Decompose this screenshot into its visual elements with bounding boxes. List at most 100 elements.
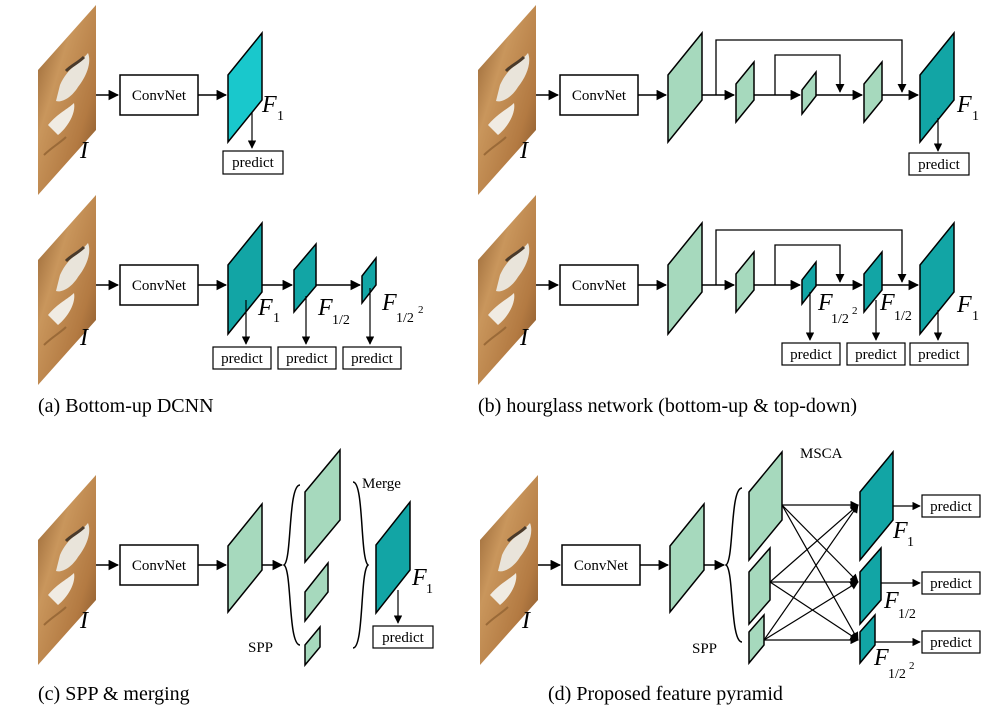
f1-letter-d: F (892, 518, 908, 544)
spp-level2-d (748, 546, 771, 626)
predict-label-a1: predict (232, 155, 274, 171)
f-sub-a2: 1 (273, 311, 280, 326)
input-image-c (36, 473, 98, 667)
predict-box-d-3 (921, 630, 981, 654)
feature-map-f1-b2 (919, 220, 955, 337)
convnet-box-c (119, 544, 199, 586)
image-label-a1: I (79, 138, 89, 164)
predict-label-d-1: predict (930, 499, 972, 515)
fhalf-sub-a2: 1/2 (332, 313, 350, 328)
input-image-b1 (476, 3, 538, 197)
convnet-box-b1 (559, 74, 639, 116)
predict-box-d-1 (921, 494, 981, 518)
convnet-label-b1: ConvNet (572, 88, 627, 104)
input-image-b2 (476, 193, 538, 387)
feature-map-f1-c (375, 499, 411, 616)
convnet-box-a2 (119, 264, 199, 306)
spp-label-c: SPP (248, 640, 273, 656)
f-sub-a1: 1 (277, 109, 284, 124)
feature-map-fhalf-b2 (863, 249, 883, 315)
predict-box-d-2 (921, 571, 981, 595)
fhalf2-sup-d: 2 (909, 660, 915, 672)
msca-fhalf-d (859, 546, 882, 626)
msca-label-d: MSCA (800, 446, 843, 462)
input-image-a2 (36, 193, 98, 387)
image-label-d: I (521, 608, 531, 634)
fhalf2-letter-a2: F (381, 290, 397, 316)
predict-label-b2-3: predict (918, 347, 960, 363)
msca-f1-d (859, 449, 894, 563)
predict-box-a2-3 (342, 346, 402, 370)
fhalf2-sub-b2: 1/2 (831, 312, 849, 327)
panel-d: I ConvNet SPP MSCA F 1 F 1/2 (478, 446, 981, 705)
spp-brace-c (282, 484, 301, 646)
backbone-map-c (227, 501, 263, 615)
predict-box-a2-1 (212, 346, 272, 370)
feature-map-f1-a1 (227, 30, 263, 145)
predict-box-b1 (908, 152, 970, 176)
feature-map-f1-b1 (919, 30, 955, 145)
predict-box-b2-2 (846, 342, 906, 366)
hourglass-level1-b2 (667, 220, 703, 337)
feature-map-fhalf2-a2 (361, 255, 377, 306)
fhalf2-letter-b2: F (817, 290, 833, 316)
predict-label-b2-1: predict (790, 347, 832, 363)
spp-brace-d (724, 487, 743, 643)
fhalf2-letter-d: F (873, 645, 889, 671)
f1-sub-d: 1 (907, 535, 914, 550)
convnet-label-b2: ConvNet (572, 278, 627, 294)
feature-map-fhalf2-b2 (801, 259, 817, 307)
f-letter-a2: F (257, 295, 273, 321)
spp-level3-c (304, 624, 321, 668)
image-label-a2: I (79, 325, 89, 351)
msca-fhalf2-d (859, 613, 876, 666)
convnet-label-d: ConvNet (574, 558, 629, 574)
spp-label-d: SPP (692, 641, 717, 657)
predict-label-a2-1: predict (221, 351, 263, 367)
convnet-box-d (561, 544, 641, 586)
predict-box-a2-2 (277, 346, 337, 370)
f-letter-b2: F (956, 292, 972, 318)
caption-b: (b) hourglass network (bottom-up & top-d… (478, 395, 857, 417)
fhalf2-sub-a2: 1/2 (396, 311, 414, 326)
panel-c: I ConvNet SPP Merge F 1 predict (c) SPP … (36, 447, 434, 705)
caption-a: (a) Bottom-up DCNN (38, 395, 214, 417)
backbone-map-d (669, 501, 705, 615)
fhalf-letter-b2: F (879, 290, 895, 316)
fhalf2-sup-b2: 2 (852, 305, 858, 317)
merge-label-c: Merge (362, 476, 401, 492)
image-label-b2: I (519, 325, 529, 351)
predict-label-c: predict (382, 630, 424, 646)
f-letter-b1: F (956, 92, 972, 118)
merge-brace-c (352, 481, 370, 649)
f-letter-c: F (411, 565, 427, 591)
f-sub-c: 1 (426, 582, 433, 597)
hourglass-level2-b2 (735, 249, 755, 315)
f-sub-b2: 1 (972, 309, 979, 324)
caption-c: (c) SPP & merging (38, 683, 190, 705)
f-sub-b1: 1 (972, 109, 979, 124)
caption-d: (d) Proposed feature pyramid (548, 683, 783, 705)
predict-label-b2-2: predict (855, 347, 897, 363)
convnet-label-a1: ConvNet (132, 88, 187, 104)
hourglass-level3-b1 (801, 69, 817, 117)
fhalf-sub-d: 1/2 (898, 607, 916, 622)
predict-label-b1: predict (918, 157, 960, 173)
image-label-c: I (79, 608, 89, 634)
fhalf2-sup-a2: 2 (418, 304, 424, 316)
spp-level1-d (748, 449, 783, 563)
fhalf-sub-b2: 1/2 (894, 309, 912, 324)
msca-connections (763, 500, 859, 645)
predict-label-a2-3: predict (351, 351, 393, 367)
predict-box-a1 (222, 150, 284, 175)
predict-label-d-2: predict (930, 576, 972, 592)
hourglass-level2-b1 (735, 59, 755, 125)
fhalf-letter-a2: F (317, 295, 333, 321)
panel-a: I ConvNet F 1 predict I ConvNet F 1 F 1/… (36, 3, 424, 417)
predict-label-a2-2: predict (286, 351, 328, 367)
spp-level3-d (748, 613, 765, 666)
hourglass-level4-b1 (863, 59, 883, 125)
predict-box-b2-3 (909, 342, 969, 366)
spp-level2-c (304, 560, 329, 624)
